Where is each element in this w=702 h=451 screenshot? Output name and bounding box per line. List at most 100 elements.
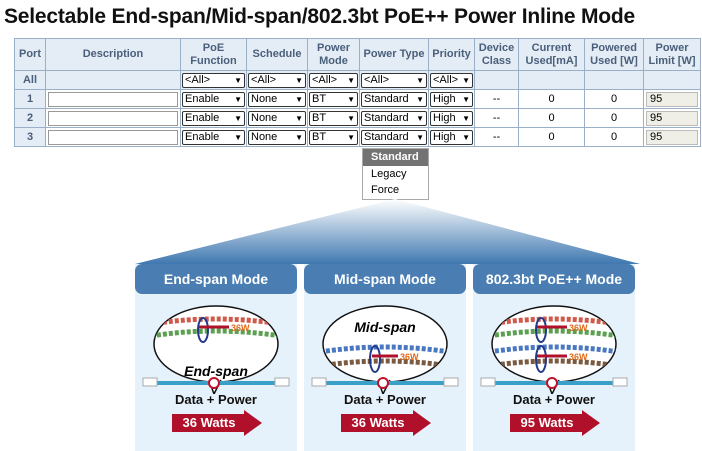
poe-function-select[interactable]: Enable▼ bbox=[182, 110, 245, 126]
powered-used: 0 bbox=[584, 89, 644, 109]
page-title: Selectable End-span/Mid-span/802.3bt PoE… bbox=[4, 5, 635, 28]
cable-bubble-illustration: 36W 36W bbox=[480, 305, 628, 394]
device-class: -- bbox=[474, 89, 519, 109]
col-poe-function: PoE Function bbox=[180, 38, 247, 71]
panel-title: Mid-span Mode bbox=[304, 264, 466, 294]
col-powered-used: Powered Used [W] bbox=[584, 38, 644, 71]
power-limit-input[interactable]: 95 bbox=[646, 129, 698, 145]
chevron-down-icon: ▼ bbox=[295, 75, 303, 85]
watts-arrow: 36 Watts bbox=[172, 410, 262, 436]
data-power-caption: Data + Power bbox=[343, 392, 426, 407]
arrow-right-icon bbox=[510, 410, 600, 436]
dropdown-option-standard[interactable]: Standard bbox=[363, 149, 428, 166]
powered-used: 0 bbox=[584, 108, 644, 128]
watts-arrow: 95 Watts bbox=[510, 410, 600, 436]
chevron-down-icon: ▼ bbox=[234, 113, 242, 123]
watts-arrow: 36 Watts bbox=[341, 410, 431, 436]
poe-port-table: Port Description PoE Function Schedule P… bbox=[14, 38, 701, 147]
funnel-graphic bbox=[135, 199, 640, 264]
watts-label: 36 Watts bbox=[182, 415, 236, 430]
port-number: 3 bbox=[14, 127, 46, 147]
col-priority: Priority bbox=[428, 38, 475, 71]
arrow-right-icon bbox=[172, 410, 262, 436]
col-current-used: Current Used[mA] bbox=[518, 38, 585, 71]
col-power-mode: Power Mode bbox=[307, 38, 360, 71]
data-power-caption: Data + Power bbox=[512, 392, 595, 407]
current-used: 0 bbox=[518, 127, 585, 147]
chevron-down-icon: ▼ bbox=[234, 94, 242, 104]
power-type-select[interactable]: Standard▼ bbox=[361, 129, 427, 145]
power-limit-input[interactable]: 95 bbox=[646, 110, 698, 126]
chevron-down-icon: ▼ bbox=[462, 94, 470, 104]
watts-label: 95 Watts bbox=[520, 415, 574, 430]
port-number: 2 bbox=[14, 108, 46, 128]
mode-panel: End-span Mode 36W End-span Data + Power 3… bbox=[135, 264, 297, 451]
description-input[interactable] bbox=[48, 129, 178, 145]
chevron-down-icon: ▼ bbox=[462, 113, 470, 123]
description-input[interactable] bbox=[48, 91, 178, 107]
chevron-down-icon: ▼ bbox=[234, 75, 242, 85]
power-type-select[interactable]: Standard▼ bbox=[361, 110, 427, 126]
schedule-select[interactable]: None▼ bbox=[248, 91, 306, 107]
chevron-down-icon: ▼ bbox=[347, 75, 355, 85]
priority-select[interactable]: High▼ bbox=[430, 91, 473, 107]
chevron-down-icon: ▼ bbox=[416, 75, 424, 85]
all-power-type-select[interactable]: <All>▼ bbox=[361, 72, 427, 88]
poe-function-select[interactable]: Enable▼ bbox=[182, 91, 245, 107]
description-input[interactable] bbox=[48, 110, 178, 126]
power-limit-input[interactable]: 95 bbox=[646, 91, 698, 107]
col-power-type: Power Type bbox=[359, 38, 429, 71]
port-all: All bbox=[14, 70, 46, 90]
chevron-down-icon: ▼ bbox=[295, 113, 303, 123]
panel-title: End-span Mode bbox=[135, 264, 297, 294]
poe-function-select[interactable]: Enable▼ bbox=[182, 129, 245, 145]
priority-select[interactable]: High▼ bbox=[430, 129, 473, 145]
bubble-label: End-span bbox=[184, 363, 248, 379]
all-schedule-select[interactable]: <All>▼ bbox=[248, 72, 306, 88]
schedule-select[interactable]: None▼ bbox=[248, 129, 306, 145]
watts-label: 36 Watts bbox=[351, 415, 405, 430]
chevron-down-icon: ▼ bbox=[416, 94, 424, 104]
chevron-down-icon: ▼ bbox=[295, 94, 303, 104]
chevron-down-icon: ▼ bbox=[347, 132, 355, 142]
chevron-down-icon: ▼ bbox=[462, 132, 470, 142]
col-schedule: Schedule bbox=[246, 38, 308, 71]
cable-bubble-illustration: Mid-span 36W bbox=[311, 305, 459, 394]
chevron-down-icon: ▼ bbox=[462, 75, 470, 85]
dropdown-option-legacy[interactable]: Legacy bbox=[371, 167, 407, 180]
watt-tag: 36W bbox=[400, 352, 419, 362]
col-description: Description bbox=[45, 38, 181, 71]
cable-bubble-illustration: 36W End-span bbox=[142, 305, 290, 394]
data-power-caption: Data + Power bbox=[174, 392, 257, 407]
arrow-right-icon bbox=[341, 410, 431, 436]
watt-tag-2: 36W bbox=[569, 352, 588, 362]
bubble-label: Mid-span bbox=[354, 319, 415, 335]
all-power-mode-select[interactable]: <All>▼ bbox=[309, 72, 358, 88]
chevron-down-icon: ▼ bbox=[416, 132, 424, 142]
dropdown-option-force[interactable]: Force bbox=[371, 184, 400, 196]
panel-title: 802.3bt PoE++ Mode bbox=[473, 264, 635, 294]
priority-select[interactable]: High▼ bbox=[430, 110, 473, 126]
chevron-down-icon: ▼ bbox=[347, 113, 355, 123]
power-type-dropdown-menu: Standard Legacy Force bbox=[362, 148, 429, 200]
chevron-down-icon: ▼ bbox=[295, 132, 303, 142]
power-mode-select[interactable]: BT▼ bbox=[309, 110, 358, 126]
mode-panel: Mid-span Mode Mid-span 36W Data + Power 3… bbox=[304, 264, 466, 451]
powered-used: 0 bbox=[584, 127, 644, 147]
watt-tag: 36W bbox=[231, 323, 250, 333]
watt-tag: 36W bbox=[569, 323, 588, 333]
schedule-select[interactable]: None▼ bbox=[248, 110, 306, 126]
mode-panel: 802.3bt PoE++ Mode 36W 36W Data + Power 9… bbox=[473, 264, 635, 451]
all-poe-function-select[interactable]: <All>▼ bbox=[182, 72, 245, 88]
col-device-class: Device Class bbox=[474, 38, 519, 71]
col-power-limit: Power Limit [W] bbox=[643, 38, 701, 71]
chevron-down-icon: ▼ bbox=[347, 94, 355, 104]
table-row: 1 Enable▼None▼BT▼Standard▼High▼ -- 0 0 9… bbox=[14, 89, 701, 109]
power-mode-select[interactable]: BT▼ bbox=[309, 91, 358, 107]
chevron-down-icon: ▼ bbox=[416, 113, 424, 123]
all-priority-select[interactable]: <All>▼ bbox=[430, 72, 473, 88]
chevron-down-icon: ▼ bbox=[234, 132, 242, 142]
power-type-select[interactable]: Standard▼ bbox=[361, 91, 427, 107]
power-mode-select[interactable]: BT▼ bbox=[309, 129, 358, 145]
table-row: 3 Enable▼None▼BT▼Standard▼High▼ -- 0 0 9… bbox=[14, 127, 701, 147]
